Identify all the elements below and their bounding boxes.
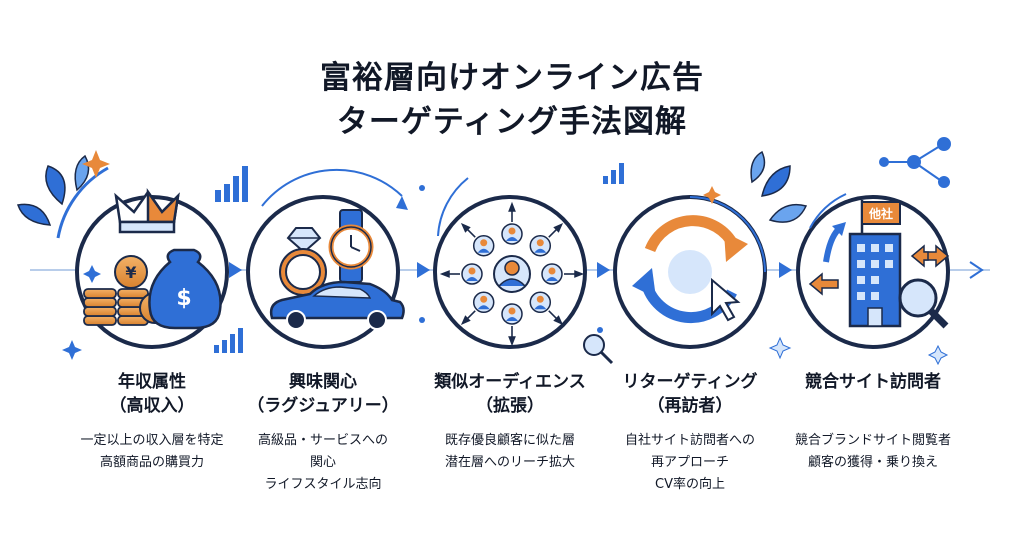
arrow-icon: [832, 222, 846, 236]
yen-symbol: ¥: [125, 263, 136, 282]
arrow-right-icon: [969, 261, 984, 279]
step-1-desc-line: 高額商品の購買力: [99, 455, 204, 470]
user-node-icon: [541, 263, 563, 285]
step-3-description: 既存優良顧客に似た層 潜在層へのリーチ拡大: [405, 430, 615, 474]
bar-chart-icon: [214, 328, 243, 353]
arrowhead-icon: [553, 315, 564, 326]
arrowhead-icon: [553, 222, 564, 233]
audience-nodes: [461, 223, 563, 325]
sparkle-icon: [62, 340, 82, 360]
step-retargeting-illustration: [603, 150, 808, 360]
step-2-description: 高級品・サービスへの 関心 ライフスタイル志向: [218, 430, 428, 496]
money-bag-icon: $: [148, 248, 222, 330]
arrow-right-icon: [779, 262, 792, 278]
user-node-icon: [472, 291, 495, 314]
arrow-icon: [396, 196, 408, 210]
step-4-description: 自社サイト訪問者への 再アプローチ CV率の向上: [585, 430, 795, 496]
arrowhead-icon: [460, 315, 471, 326]
step-1-desc-line: 一定以上の収入層を特定: [80, 433, 224, 448]
step-4-subtitle: （再訪者）: [647, 396, 733, 416]
target-center-icon: [668, 250, 712, 294]
step-luxury-illustration: [246, 168, 408, 349]
step-lookalike-illustration: [419, 177, 614, 365]
sparkle-icon: [703, 186, 721, 204]
step-2-title: 興味関心: [289, 372, 357, 392]
step-2-desc-line: ライフスタイル志向: [264, 477, 382, 492]
step-4-label: リターゲティング （再訪者）: [590, 370, 790, 418]
cursor-icon: [711, 277, 741, 322]
dots-icon: [419, 185, 603, 333]
spoke-arrows: [439, 201, 585, 347]
network-icon: [879, 137, 951, 188]
arrowhead-icon: [508, 201, 516, 212]
step-1-title: 年収属性: [118, 372, 186, 392]
arrowhead-icon: [574, 270, 585, 278]
arrow-right-icon: [229, 262, 242, 278]
page-title-line1: 富裕層向けオンライン広告: [320, 60, 704, 96]
step-3-desc-line: 潜在層へのリーチ拡大: [444, 455, 575, 470]
step-4-desc-line: CV率の向上: [655, 477, 725, 492]
central-user-icon: [493, 255, 531, 293]
step-2-desc-line: 高級品・サービスへの: [257, 433, 388, 448]
office-building-icon: [848, 200, 902, 328]
step-2-label: 興味関心 （ラグジュアリー）: [223, 370, 423, 418]
competitor-flag-icon: 他社: [861, 201, 901, 225]
sparkle-icon: [83, 265, 101, 283]
crown-icon: [114, 188, 180, 234]
bar-chart-icon: [603, 163, 624, 184]
flag-label: 他社: [868, 206, 893, 221]
step-1-description: 一定以上の収入層を特定 高額商品の購買力: [47, 430, 257, 474]
step-5-desc-line: 競合ブランドサイト閲覧者: [794, 433, 951, 448]
step-competitor-illustration: 他社: [796, 137, 951, 366]
arrow-right-icon: [417, 262, 430, 278]
user-node-icon: [472, 234, 495, 257]
arrow-right-icon: [597, 262, 610, 278]
dollar-symbol: $: [176, 286, 191, 311]
step-3-label: 類似オーディエンス （拡張）: [410, 370, 610, 418]
bar-chart-icon: [215, 166, 248, 202]
step-5-description: 競合ブランドサイト閲覧者 顧客の獲得・乗り換え: [768, 430, 978, 474]
arrowhead-icon: [508, 336, 516, 347]
diamond-ring-icon: [279, 227, 327, 296]
yen-coin-icon: ¥: [114, 255, 148, 289]
user-node-icon: [529, 291, 552, 314]
sports-car-icon: [269, 280, 405, 330]
sparkle-icon: [927, 344, 949, 366]
step-5-title: 競合サイト訪問者: [805, 372, 941, 392]
step-income-illustration: ¥ ¥ $: [17, 150, 248, 360]
step-3-title: 類似オーディエンス: [434, 372, 586, 392]
magnifier-icon: [583, 334, 614, 365]
user-node-icon: [501, 303, 523, 325]
step-4-desc-line: 自社サイト訪問者への: [624, 433, 755, 448]
step-2-desc-line: 関心: [309, 455, 336, 470]
user-node-icon: [501, 223, 523, 245]
step-4-desc-line: 再アプローチ: [650, 455, 729, 470]
switch-arrow-icon: [808, 244, 950, 296]
page-title-line2: ターゲティング手法図解: [336, 104, 688, 140]
step-1-label: 年収属性 （高収入）: [52, 370, 252, 418]
user-node-icon: [529, 234, 552, 257]
leaf-icon: [750, 150, 808, 223]
step-2-subtitle: （ラグジュアリー）: [247, 396, 399, 416]
step-3-subtitle: （拡張）: [476, 396, 544, 416]
sparkle-icon: [768, 336, 792, 360]
arrowhead-icon: [460, 222, 471, 233]
step-4-title: リターゲティング: [622, 372, 758, 392]
step-5-label: 競合サイト訪問者: [773, 370, 973, 394]
step-5-desc-line: 顧客の獲得・乗り換え: [807, 455, 938, 470]
step-3-desc-line: 既存優良顧客に似た層: [444, 433, 575, 448]
magnifier-icon: [898, 278, 949, 329]
coin-stack-icon: [83, 288, 149, 326]
step-1-subtitle: （高収入）: [109, 396, 195, 416]
arrowhead-icon: [439, 270, 450, 278]
leaf-icon: [17, 154, 90, 226]
sparkle-icon: [82, 150, 110, 178]
user-node-icon: [461, 263, 483, 285]
